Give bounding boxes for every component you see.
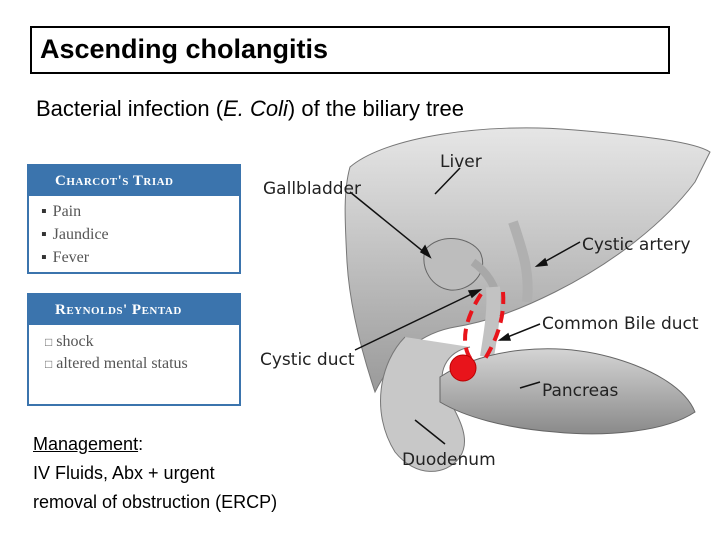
list-item: Pain	[41, 200, 239, 223]
label-gallbladder: Gallbladder	[263, 179, 361, 199]
subtitle-prefix: Bacterial infection (	[36, 96, 224, 121]
charcot-triad-heading: Charcot's Triad	[29, 166, 239, 196]
label-common-bile-duct: Common Bile duct	[542, 314, 699, 334]
management-line-1: IV Fluids, Abx + urgent	[33, 463, 215, 483]
reynolds-pentad-list: shock altered mental status	[29, 325, 239, 375]
gallbladder-shape	[423, 237, 484, 291]
label-cystic-artery: Cystic artery	[582, 235, 691, 255]
charcot-triad-list: Pain Jaundice Fever	[29, 196, 239, 269]
pancreas-shape	[439, 348, 696, 435]
management-colon: :	[138, 434, 144, 454]
reynolds-pentad-heading: Reynolds' Pentad	[29, 295, 239, 325]
leader-lines	[349, 167, 581, 445]
management-heading: Management	[33, 434, 139, 454]
label-liver: Liver	[440, 152, 482, 172]
obstruction-stone	[449, 354, 477, 382]
list-item: shock	[45, 331, 239, 353]
charcot-triad-panel: Charcot's Triad Pain Jaundice Fever	[27, 164, 241, 274]
subtitle: Bacterial infection (E. Coli) of the bil…	[36, 96, 464, 122]
list-item: altered mental status	[45, 353, 239, 375]
reynolds-pentad-panel: Reynolds' Pentad shock altered mental st…	[27, 293, 241, 406]
title-box: Ascending cholangitis	[30, 26, 670, 74]
subtitle-suffix: ) of the biliary tree	[287, 96, 464, 121]
subtitle-organism: E. Coli	[223, 96, 288, 121]
label-duodenum: Duodenum	[402, 450, 496, 470]
cystic-artery-shape	[508, 220, 533, 303]
label-pancreas: Pancreas	[542, 381, 619, 401]
list-item: Jaundice	[41, 223, 239, 246]
list-item: Fever	[41, 246, 239, 269]
management-line-2: removal of obstruction (ERCP)	[33, 492, 278, 512]
slide-title: Ascending cholangitis	[40, 34, 329, 64]
label-cystic-duct: Cystic duct	[260, 350, 355, 370]
biliary-anatomy-diagram: Liver Gallbladder Cystic artery Common B…	[260, 127, 711, 472]
management-text: Management: IV Fluids, Abx + urgent remo…	[33, 430, 277, 517]
